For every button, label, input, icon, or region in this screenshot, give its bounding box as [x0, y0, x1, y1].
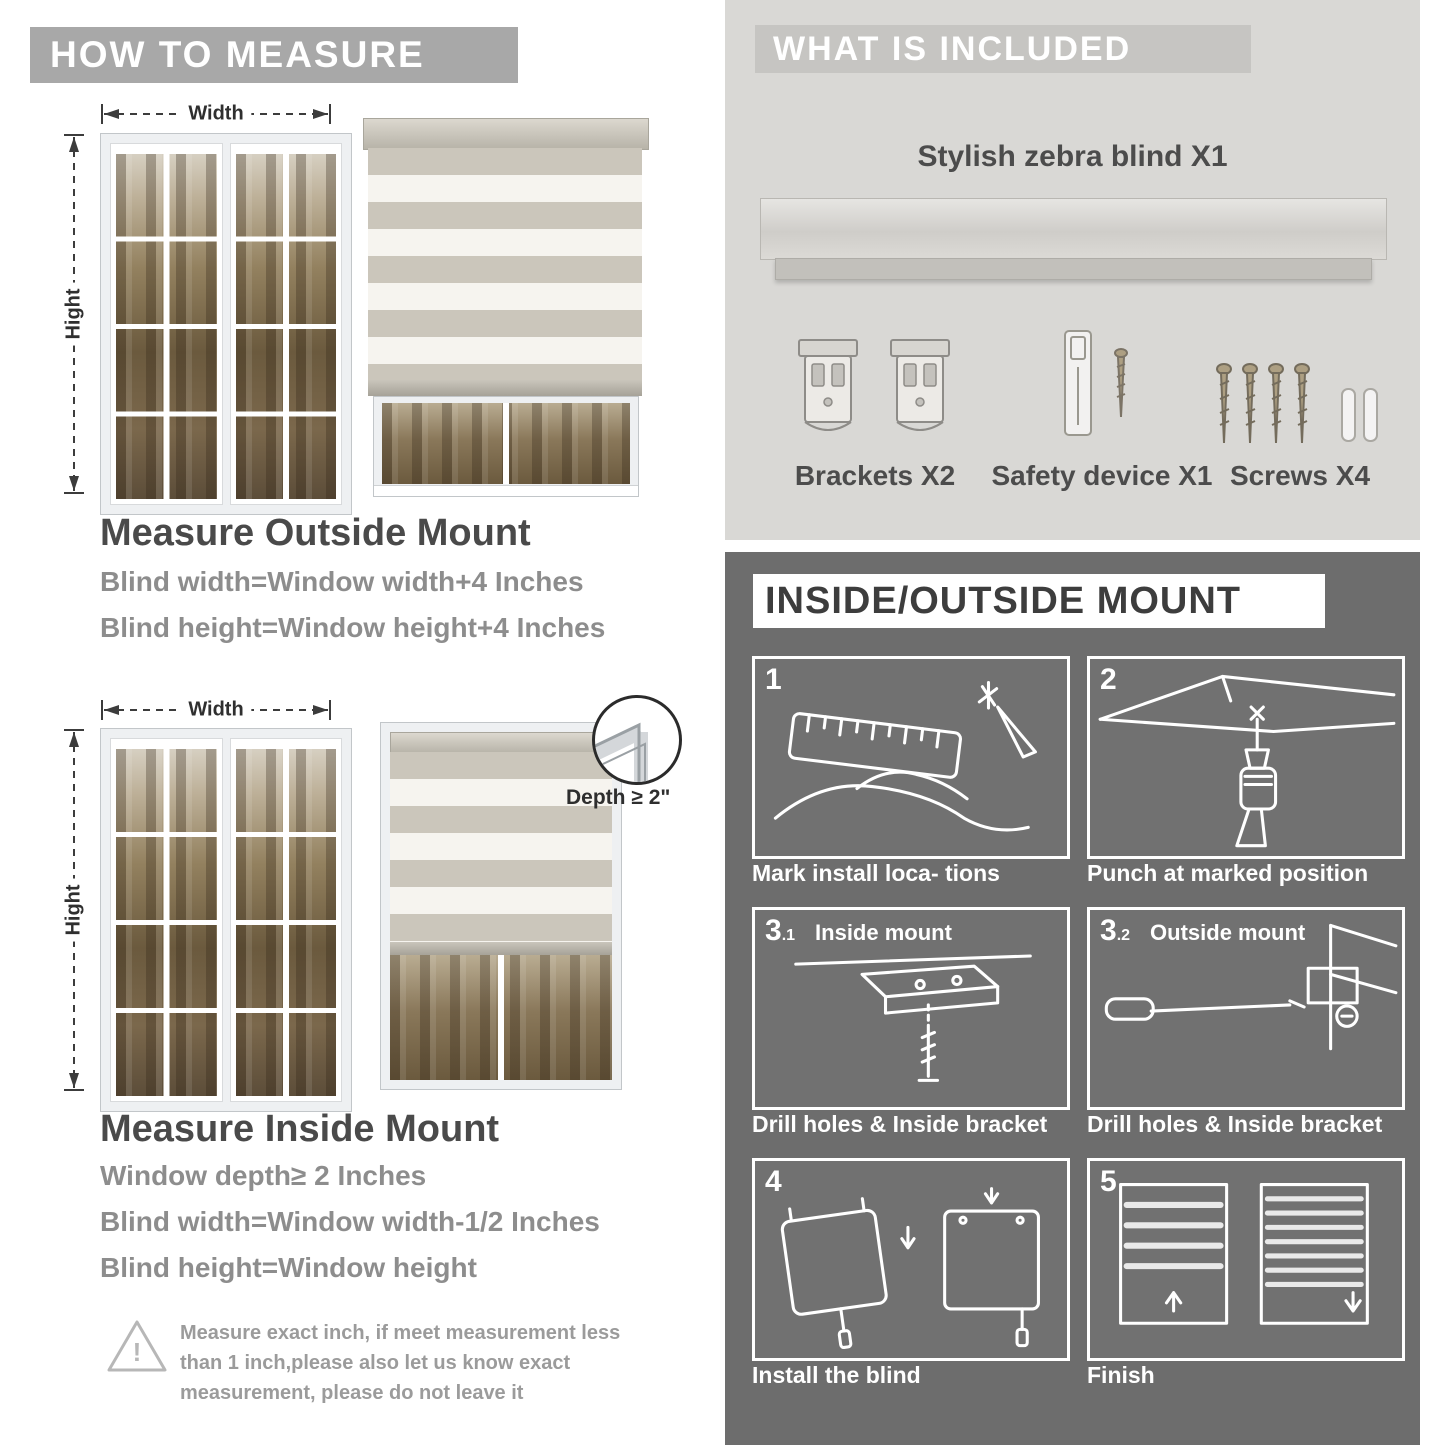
window-glass: [390, 955, 612, 1080]
inside-mount-line-3: Blind height=Window height: [100, 1252, 477, 1283]
step-title: Outside mount: [1150, 920, 1306, 945]
window-glass: [235, 744, 336, 1096]
step-3-2-caption: Drill holes & Inside bracket: [1087, 1111, 1383, 1137]
width-label: Width: [180, 698, 252, 722]
step-number: 5: [1100, 1165, 1117, 1198]
step-4-panel: 4: [752, 1158, 1070, 1361]
zebra-blind-inside-illustration: [380, 722, 622, 1090]
depth-detail-circle: [592, 695, 682, 785]
safety-device-label: Safety device X1: [991, 460, 1213, 491]
what-is-included-banner: WHAT IS INCLUDED: [755, 25, 1251, 73]
height-label: Hight: [60, 282, 88, 346]
window-glass: [116, 744, 217, 1096]
step-1-panel: 1: [752, 656, 1070, 859]
width-label: Width: [180, 102, 252, 126]
dimension-arrow-graphic: [101, 700, 331, 720]
mount-guide-title: INSIDE/OUTSIDE MOUNT: [765, 579, 1242, 622]
mount-guide-panel: INSIDE/OUTSIDE MOUNT 1: [725, 552, 1420, 1445]
window-sash: [110, 143, 223, 505]
product-label: Stylish zebra blind X1: [917, 140, 1228, 173]
blind-bottom-rail: [368, 380, 642, 396]
blind-valance-product: [775, 258, 1372, 280]
step-3-1-panel: 3.1 Inside mount: [752, 907, 1070, 1110]
screws-icon: [1216, 363, 1378, 444]
height-dimension-arrow: Hight: [60, 133, 88, 495]
step-number: 3: [1100, 914, 1117, 947]
mount-guide-banner: INSIDE/OUTSIDE MOUNT: [753, 574, 1325, 628]
window-sash: [229, 143, 342, 505]
step-2-panel: 2: [1087, 656, 1405, 859]
step-number: 4: [765, 1165, 782, 1198]
step-1-caption: Mark install loca- tions: [752, 860, 1000, 886]
blind-headrail-product: [760, 198, 1387, 260]
step-5-caption: Finish: [1087, 1362, 1155, 1388]
brackets-icon: [798, 339, 950, 431]
dimension-arrow-graphic: [101, 104, 331, 124]
width-dimension-arrow: Width: [100, 102, 332, 126]
step-4-caption: Install the blind: [752, 1362, 921, 1388]
how-to-measure-title: HOW TO MEASURE: [50, 34, 425, 75]
inside-mount-heading: Measure Inside Mount: [100, 1108, 500, 1150]
inside-mount-line-2: Blind width=Window width-1/2 Inches: [100, 1206, 600, 1237]
height-dimension-arrow: Hight: [60, 728, 88, 1092]
step-1-illustration: [773, 681, 1037, 832]
width-dimension-arrow: Width: [100, 698, 332, 722]
window-under-blind: [373, 396, 639, 497]
step-2-caption: Punch at marked position: [1087, 860, 1369, 886]
outside-mount-line-1: Blind width=Window width+4 Inches: [100, 566, 584, 597]
height-label: Hight: [60, 878, 88, 942]
dimension-arrow-graphic: [64, 729, 84, 1091]
inside-mount-line-1: Window depth≥ 2 Inches: [100, 1160, 427, 1191]
outside-mount-line-2: Blind height=Window height+4 Inches: [100, 612, 606, 643]
step-3-1-caption: Drill holes & Inside bracket: [752, 1111, 1048, 1137]
measurement-warning-text: Measure exact inch, if meet measurement …: [180, 1322, 621, 1404]
window-glass: [235, 149, 336, 499]
what-is-included-title: WHAT IS INCLUDED: [773, 29, 1132, 68]
dimension-arrow-graphic: [64, 134, 84, 494]
window-glass: [116, 149, 217, 499]
how-to-measure-banner: HOW TO MEASURE: [30, 27, 518, 83]
blind-headrail: [363, 118, 649, 150]
frame-corner-detail: [595, 722, 648, 782]
zebra-blind-outside-illustration: [363, 118, 649, 497]
blind-zebra-stripes: [390, 752, 612, 942]
window-glass: [382, 403, 630, 484]
blind-bottom-rail: [390, 942, 612, 955]
warning-triangle-icon: !: [107, 1320, 167, 1372]
window-sash: [110, 738, 223, 1102]
window-illustration-inside: [100, 728, 352, 1112]
brackets-label: Brackets X2: [794, 460, 956, 491]
warning-exclamation: !: [133, 1337, 142, 1367]
step-5-panel: 5: [1087, 1158, 1405, 1361]
step-number: 1: [765, 663, 782, 696]
window-sill: [374, 485, 638, 496]
blind-zebra-stripes: [368, 148, 642, 380]
outside-mount-heading: Measure Outside Mount: [100, 512, 531, 554]
what-is-included-panel: WHAT IS INCLUDED Stylish zebra blind X1 …: [725, 0, 1420, 540]
step-title: Inside mount: [815, 920, 952, 945]
screws-label: Screws X4: [1229, 460, 1371, 491]
depth-label: Depth ≥ 2": [566, 786, 671, 809]
step-number: 2: [1100, 663, 1117, 696]
step-3-2-panel: 3.2 Outside mount: [1087, 907, 1405, 1110]
step-5-illustration: [1119, 1183, 1369, 1325]
blind-headrail: [390, 732, 614, 754]
window-sash: [229, 738, 342, 1102]
safety-device-icon: [1064, 330, 1128, 436]
step-2-illustration: [1098, 674, 1396, 848]
step-3-1-illustration: [794, 954, 1032, 1082]
step-4-illustration: [780, 1187, 1040, 1350]
step-number: 3: [765, 914, 782, 947]
step-3-2-illustration: [1104, 923, 1398, 1051]
window-illustration-outside: [100, 133, 352, 515]
